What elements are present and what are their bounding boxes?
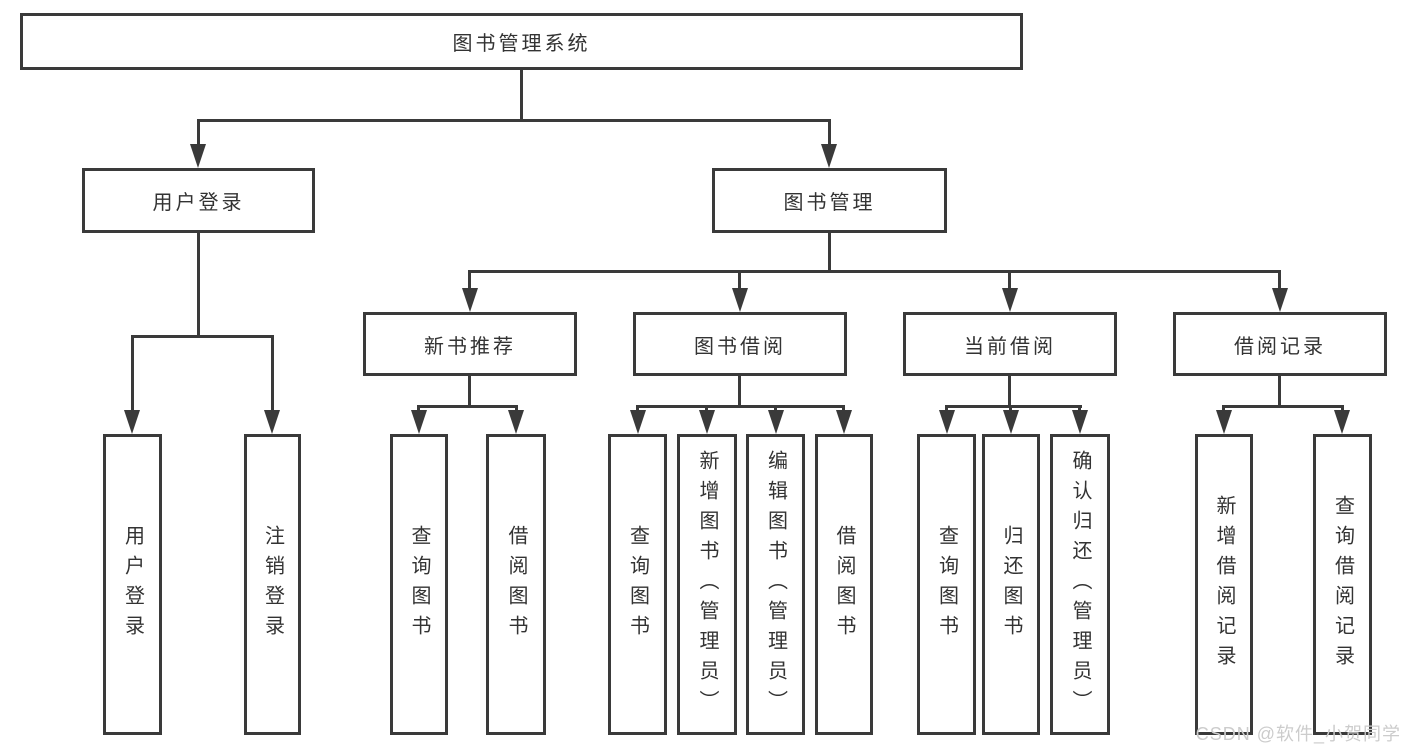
connector-line xyxy=(271,335,274,413)
arrowhead-down-icon xyxy=(821,144,837,168)
node-user-login: 用户登录 xyxy=(82,168,315,233)
node-book-management-label: 图书管理 xyxy=(783,192,876,214)
connector-line xyxy=(131,335,274,338)
arrowhead-down-icon xyxy=(264,410,280,434)
arrowhead-down-icon xyxy=(1272,288,1288,312)
connector-line xyxy=(1008,376,1011,408)
leaf-borrowing-edit-books-admin: 编辑图书（管理员） xyxy=(746,434,805,735)
arrowhead-down-icon xyxy=(508,410,524,434)
connector-line xyxy=(738,270,741,292)
arrowhead-down-icon xyxy=(462,288,478,312)
connector-line xyxy=(1278,270,1281,292)
connector-line xyxy=(828,233,831,273)
leaf-user-login: 用户登录 xyxy=(103,434,162,735)
node-borrowing-records: 借阅记录 xyxy=(1173,312,1387,376)
node-new-book-recommend-label: 新书推荐 xyxy=(424,335,516,358)
connector-line xyxy=(945,405,1082,408)
leaf-borrowing-edit-books-admin-label: 编辑图书（管理员） xyxy=(764,449,787,720)
arrowhead-down-icon xyxy=(190,144,206,168)
arrowhead-down-icon xyxy=(836,410,852,434)
arrowhead-down-icon xyxy=(939,410,955,434)
arrowhead-down-icon xyxy=(124,410,140,434)
connector-line xyxy=(828,119,831,149)
leaf-records-add-record: 新增借阅记录 xyxy=(1195,434,1253,735)
leaf-records-query-record: 查询借阅记录 xyxy=(1313,434,1372,735)
node-user-login-label: 用户登录 xyxy=(152,192,245,214)
arrowhead-down-icon xyxy=(1002,288,1018,312)
connector-line xyxy=(417,405,518,408)
node-current-borrowing-label: 当前借阅 xyxy=(964,335,1056,358)
leaf-borrowing-borrow-books: 借阅图书 xyxy=(815,434,873,735)
node-book-management: 图书管理 xyxy=(712,168,947,233)
leaf-logout: 注销登录 xyxy=(244,434,301,735)
leaf-records-query-record-label: 查询借阅记录 xyxy=(1331,494,1354,675)
leaf-current-confirm-return-admin: 确认归还（管理员） xyxy=(1050,434,1110,735)
arrowhead-down-icon xyxy=(1216,410,1232,434)
arrowhead-down-icon xyxy=(768,410,784,434)
arrowhead-down-icon xyxy=(1003,410,1019,434)
node-current-borrowing: 当前借阅 xyxy=(903,312,1117,376)
node-book-borrowing-label: 图书借阅 xyxy=(694,335,786,358)
node-root: 图书管理系统 xyxy=(20,13,1023,70)
connector-line xyxy=(520,70,523,122)
leaf-current-query-books: 查询图书 xyxy=(917,434,976,735)
leaf-newbooks-query-books: 查询图书 xyxy=(390,434,448,735)
leaf-borrowing-borrow-books-label: 借阅图书 xyxy=(833,524,855,645)
connector-line xyxy=(468,376,471,408)
node-root-label: 图书管理系统 xyxy=(452,33,591,55)
leaf-current-return-books: 归还图书 xyxy=(982,434,1040,735)
connector-line xyxy=(738,376,741,408)
leaf-current-confirm-return-admin-label: 确认归还（管理员） xyxy=(1069,449,1091,720)
arrowhead-down-icon xyxy=(411,410,427,434)
leaf-newbooks-query-books-label: 查询图书 xyxy=(408,524,430,645)
leaf-borrowing-add-books-admin: 新增图书（管理员） xyxy=(677,434,737,735)
connector-line xyxy=(197,119,200,149)
connector-line xyxy=(468,270,1281,273)
leaf-borrowing-add-books-admin-label: 新增图书（管理员） xyxy=(696,449,718,720)
node-book-borrowing: 图书借阅 xyxy=(633,312,847,376)
connector-line xyxy=(197,233,200,338)
leaf-newbooks-borrow-books-label: 借阅图书 xyxy=(505,524,527,645)
arrowhead-down-icon xyxy=(699,410,715,434)
connector-line xyxy=(1008,270,1011,292)
node-borrowing-records-label: 借阅记录 xyxy=(1234,335,1326,358)
connector-line xyxy=(131,335,134,413)
connector-line xyxy=(468,270,471,292)
watermark: CSDN @软件_小贺同学 xyxy=(1195,724,1401,744)
leaf-borrowing-query-books: 查询图书 xyxy=(608,434,667,735)
leaf-user-login-label: 用户登录 xyxy=(121,524,144,645)
connector-line xyxy=(636,405,845,408)
arrowhead-down-icon xyxy=(732,288,748,312)
connector-line xyxy=(197,119,831,122)
arrowhead-down-icon xyxy=(1334,410,1350,434)
arrowhead-down-icon xyxy=(630,410,646,434)
connector-line xyxy=(1278,376,1281,408)
leaf-newbooks-borrow-books: 借阅图书 xyxy=(486,434,546,735)
leaf-logout-label: 注销登录 xyxy=(261,524,284,645)
node-new-book-recommend: 新书推荐 xyxy=(363,312,577,376)
leaf-records-add-record-label: 新增借阅记录 xyxy=(1213,494,1235,675)
leaf-current-query-books-label: 查询图书 xyxy=(935,524,958,645)
arrowhead-down-icon xyxy=(1072,410,1088,434)
leaf-borrowing-query-books-label: 查询图书 xyxy=(626,524,649,645)
connector-line xyxy=(1222,405,1344,408)
leaf-current-return-books-label: 归还图书 xyxy=(1000,524,1022,645)
